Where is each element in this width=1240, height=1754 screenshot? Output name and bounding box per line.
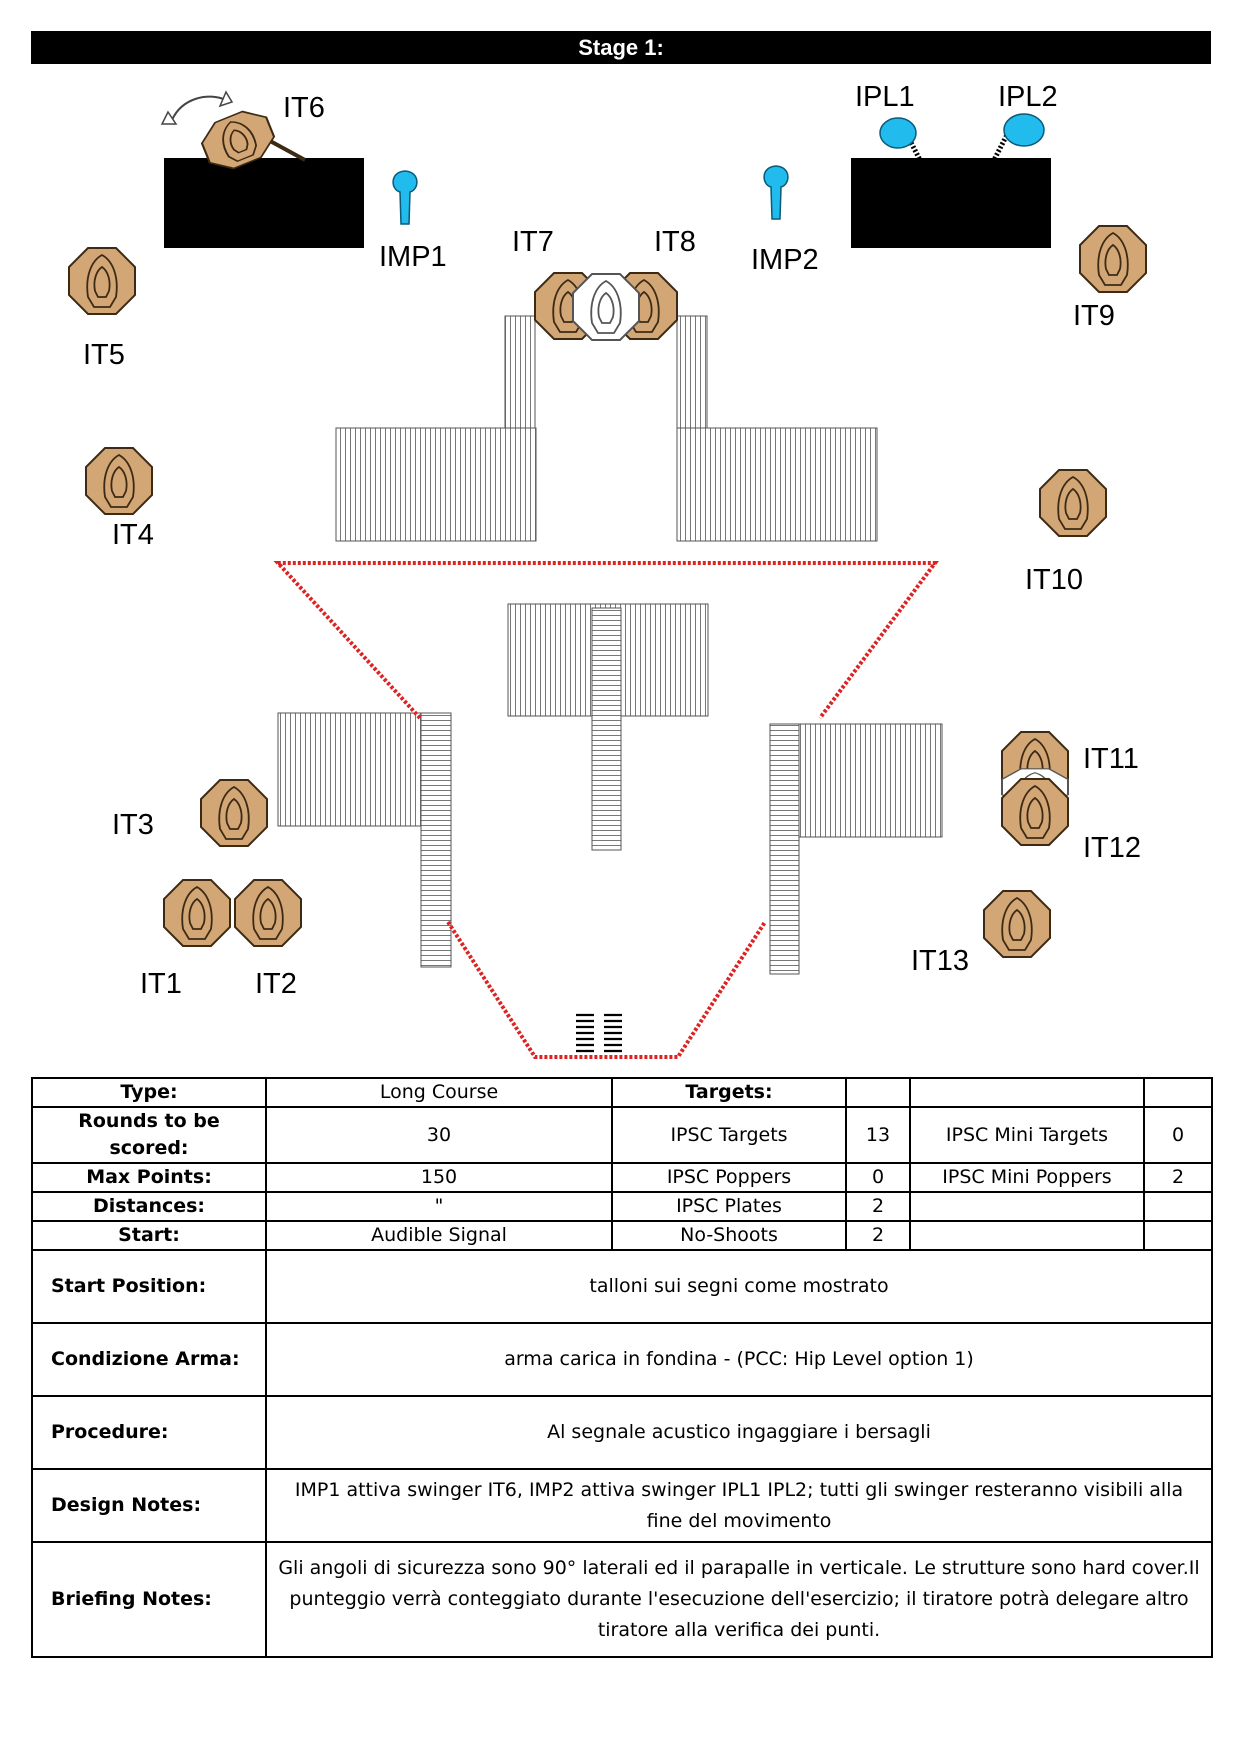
label-it13: IT13	[911, 945, 969, 977]
table-row: Design Notes: IMP1 attiva swinger IT6, I…	[31, 1468, 1213, 1543]
target-it1	[163, 879, 231, 947]
ipsc-targets-value: 13	[845, 1106, 911, 1164]
start-position-marks	[576, 1013, 622, 1053]
popper-imp2	[763, 165, 789, 220]
swing-arrow-icon	[171, 95, 227, 121]
label-imp2: IMP2	[751, 244, 819, 276]
briefing-label: Briefing Notes:	[31, 1541, 267, 1658]
target-it5	[68, 247, 136, 315]
target-it4	[85, 447, 153, 515]
table-row: Rounds to be scored: 30 IPSC Targets 13 …	[31, 1106, 1213, 1164]
procedure-label: Procedure:	[31, 1395, 267, 1470]
table-row: Type: Long Course Targets:	[31, 1077, 1213, 1108]
fault-line	[273, 561, 939, 1059]
noshoots-label: No-Shoots	[611, 1220, 847, 1251]
maxpoints-label: Max Points:	[31, 1162, 267, 1193]
condizione-label: Condizione Arma:	[31, 1322, 267, 1397]
target-it13	[983, 890, 1051, 958]
swinger-it6	[160, 90, 306, 177]
empty-cell	[1143, 1077, 1213, 1108]
empty-cell	[1143, 1191, 1213, 1222]
rounds-value: 30	[265, 1106, 613, 1164]
target-it9	[1079, 225, 1147, 293]
ipsc-plates-value: 2	[845, 1191, 911, 1222]
empty-cell	[1143, 1220, 1213, 1251]
table-row: Condizione Arma: arma carica in fondina …	[31, 1322, 1213, 1397]
empty-cell	[845, 1077, 911, 1108]
label-it3: IT3	[112, 809, 154, 841]
plate-ipl2	[991, 113, 1045, 162]
target-it3	[200, 779, 268, 847]
ipsc-poppers-value: 0	[845, 1162, 911, 1193]
popper-imp1	[392, 170, 418, 225]
design-label: Design Notes:	[31, 1468, 267, 1543]
condizione-value: arma carica in fondina - (PCC: Hip Level…	[265, 1322, 1213, 1397]
label-it8: IT8	[654, 226, 696, 258]
maxpoints-value: 150	[265, 1162, 613, 1193]
target-it12	[1001, 778, 1069, 846]
empty-cell	[909, 1220, 1145, 1251]
table-row: Procedure: Al segnale acustico ingaggiar…	[31, 1395, 1213, 1470]
wall	[420, 712, 452, 968]
label-it6: IT6	[283, 92, 325, 124]
label-it11: IT11	[1083, 743, 1139, 775]
stage-title: Stage 1:	[31, 31, 1211, 64]
label-it7: IT7	[512, 226, 554, 258]
wall	[769, 723, 800, 975]
label-it5: IT5	[83, 339, 125, 371]
empty-cell	[909, 1191, 1145, 1222]
hard-cover-right	[851, 158, 1051, 248]
noshoots-value: 2	[845, 1220, 911, 1251]
label-it9: IT9	[1073, 300, 1115, 332]
procedure-value: Al segnale acustico ingaggiare i bersagl…	[265, 1395, 1213, 1470]
stage-info-table: Type: Long Course Targets: Rounds to be …	[31, 1077, 1213, 1658]
label-ipl2: IPL2	[998, 81, 1058, 113]
start-position-value: talloni sui segni come mostrato	[265, 1249, 1213, 1324]
wall	[504, 315, 536, 429]
empty-cell	[909, 1077, 1145, 1108]
type-value: Long Course	[265, 1077, 613, 1108]
label-it2: IT2	[255, 968, 297, 1000]
mini-poppers-label: IPSC Mini Poppers	[909, 1162, 1145, 1193]
no-shoot-it7-it8	[572, 273, 640, 341]
table-row: Start: Audible Signal No-Shoots 2	[31, 1220, 1213, 1251]
wall	[676, 427, 878, 542]
ipsc-poppers-label: IPSC Poppers	[611, 1162, 847, 1193]
start-value: Audible Signal	[265, 1220, 613, 1251]
label-ipl1: IPL1	[855, 81, 915, 113]
start-position-label: Start Position:	[31, 1249, 267, 1324]
label-imp1: IMP1	[379, 241, 447, 273]
rounds-label: Rounds to be scored:	[31, 1106, 267, 1164]
start-label: Start:	[31, 1220, 267, 1251]
target-it10	[1039, 469, 1107, 537]
label-it1: IT1	[140, 968, 182, 1000]
stage-diagram: IT6 IPL1 IPL2 IMP1 IMP2 IT7 IT8 IT5 IT9 …	[68, 81, 1147, 1059]
mini-targets-value: 0	[1143, 1106, 1213, 1164]
label-it12: IT12	[1083, 832, 1141, 864]
ipsc-targets-label: IPSC Targets	[611, 1106, 847, 1164]
label-it4: IT4	[112, 519, 154, 551]
ipsc-plates-label: IPSC Plates	[611, 1191, 847, 1222]
distances-value: "	[265, 1191, 613, 1222]
table-row: Distances: " IPSC Plates 2	[31, 1191, 1213, 1222]
type-label: Type:	[31, 1077, 267, 1108]
targets-label: Targets:	[611, 1077, 847, 1108]
briefing-value: Gli angoli di sicurezza sono 90° lateral…	[265, 1541, 1213, 1658]
table-row: Briefing Notes: Gli angoli di sicurezza …	[31, 1541, 1213, 1658]
distances-label: Distances:	[31, 1191, 267, 1222]
mini-targets-label: IPSC Mini Targets	[909, 1106, 1145, 1164]
wall	[335, 427, 537, 542]
table-row: Max Points: 150 IPSC Poppers 0 IPSC Mini…	[31, 1162, 1213, 1193]
mini-poppers-value: 2	[1143, 1162, 1213, 1193]
table-row: Start Position: talloni sui segni come m…	[31, 1249, 1213, 1324]
wall	[676, 315, 708, 429]
wall	[591, 607, 622, 851]
design-value: IMP1 attiva swinger IT6, IMP2 attiva swi…	[265, 1468, 1213, 1543]
label-it10: IT10	[1025, 564, 1083, 596]
target-it2	[234, 879, 302, 947]
hard-cover-left	[164, 158, 364, 248]
plate-ipl1	[879, 117, 923, 162]
